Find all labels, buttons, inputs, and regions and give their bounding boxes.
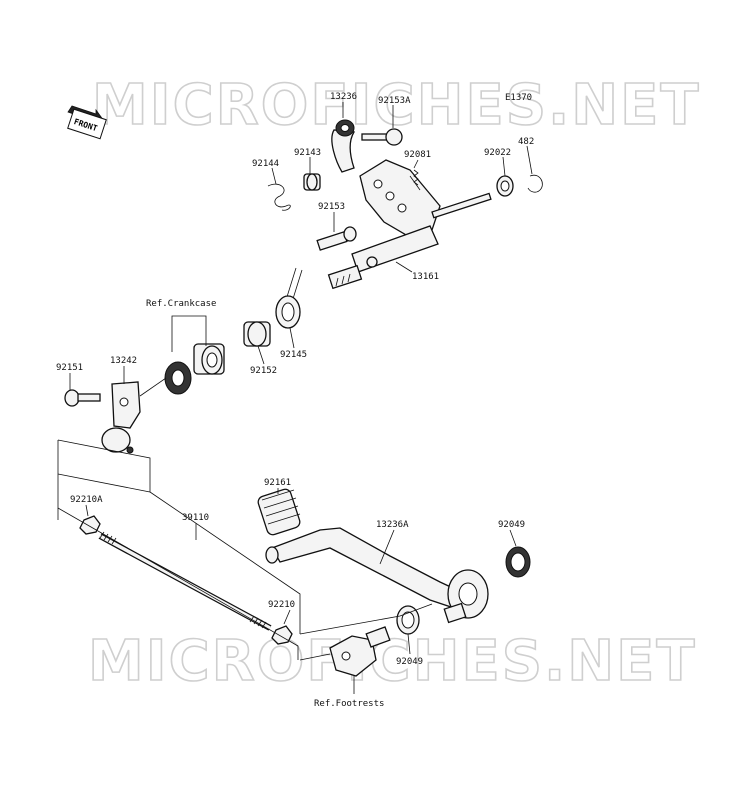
part-shaft-spline	[327, 264, 363, 290]
label-13236: 13236	[330, 92, 357, 102]
part-crankcase-bearing-a	[164, 361, 192, 395]
label-ref-footrests: Ref.Footrests	[314, 699, 384, 709]
label-92143: 92143	[294, 148, 321, 158]
diagram-code: E1370	[505, 93, 532, 103]
part-13161-shift-shaft	[351, 159, 492, 273]
part-92081-spring	[413, 169, 419, 186]
part-92022-washer	[496, 175, 514, 197]
label-92210: 92210	[268, 600, 295, 610]
front-direction-icon: FRONT	[67, 105, 107, 140]
label-13236a: 13236A	[376, 520, 409, 530]
leader-lines	[57, 102, 533, 694]
part-13236-lever	[331, 119, 356, 173]
label-92049-top: 92049	[498, 520, 525, 530]
part-footrest-clevis	[329, 626, 391, 677]
label-92153: 92153	[318, 202, 345, 212]
label-92144: 92144	[252, 159, 279, 169]
part-92143-collar	[303, 173, 321, 191]
label-13242: 13242	[110, 356, 137, 366]
label-92151: 92151	[56, 363, 83, 373]
part-92161-rubber	[257, 488, 301, 536]
watermark-bottom: MICROFICHES.NET	[88, 629, 697, 694]
part-92210a-nut	[79, 515, 101, 535]
label-92081: 92081	[404, 150, 431, 160]
part-92049-seal-b	[396, 605, 420, 635]
part-92152-collar	[243, 321, 271, 347]
part-92144-spring	[267, 183, 291, 211]
part-13242-lever	[101, 381, 141, 454]
part-92153a-bolt	[361, 128, 403, 146]
part-crankcase-bearing-b	[193, 343, 225, 375]
part-92153-bolt	[316, 226, 357, 251]
label-13161: 13161	[412, 272, 439, 282]
part-482-circlip	[527, 174, 543, 193]
watermark-top: MICROFICHES.NET	[92, 73, 701, 138]
part-92145-spring	[275, 267, 303, 329]
label-92049-bottom: 92049	[396, 657, 423, 667]
label-92161: 92161	[264, 478, 291, 488]
label-ref-crankcase: Ref.Crankcase	[146, 299, 216, 309]
label-92153a: 92153A	[378, 96, 411, 106]
part-39110-tie-rod	[98, 531, 272, 631]
label-92022: 92022	[484, 148, 511, 158]
part-92049-seal-a	[505, 546, 531, 578]
label-92152: 92152	[250, 366, 277, 376]
label-92210a: 92210A	[70, 495, 103, 505]
label-482: 482	[518, 137, 534, 147]
label-39110: 39110	[182, 513, 209, 523]
label-92145: 92145	[280, 350, 307, 360]
part-92151-bolt	[64, 389, 101, 407]
part-13236a-pedal	[265, 527, 489, 624]
